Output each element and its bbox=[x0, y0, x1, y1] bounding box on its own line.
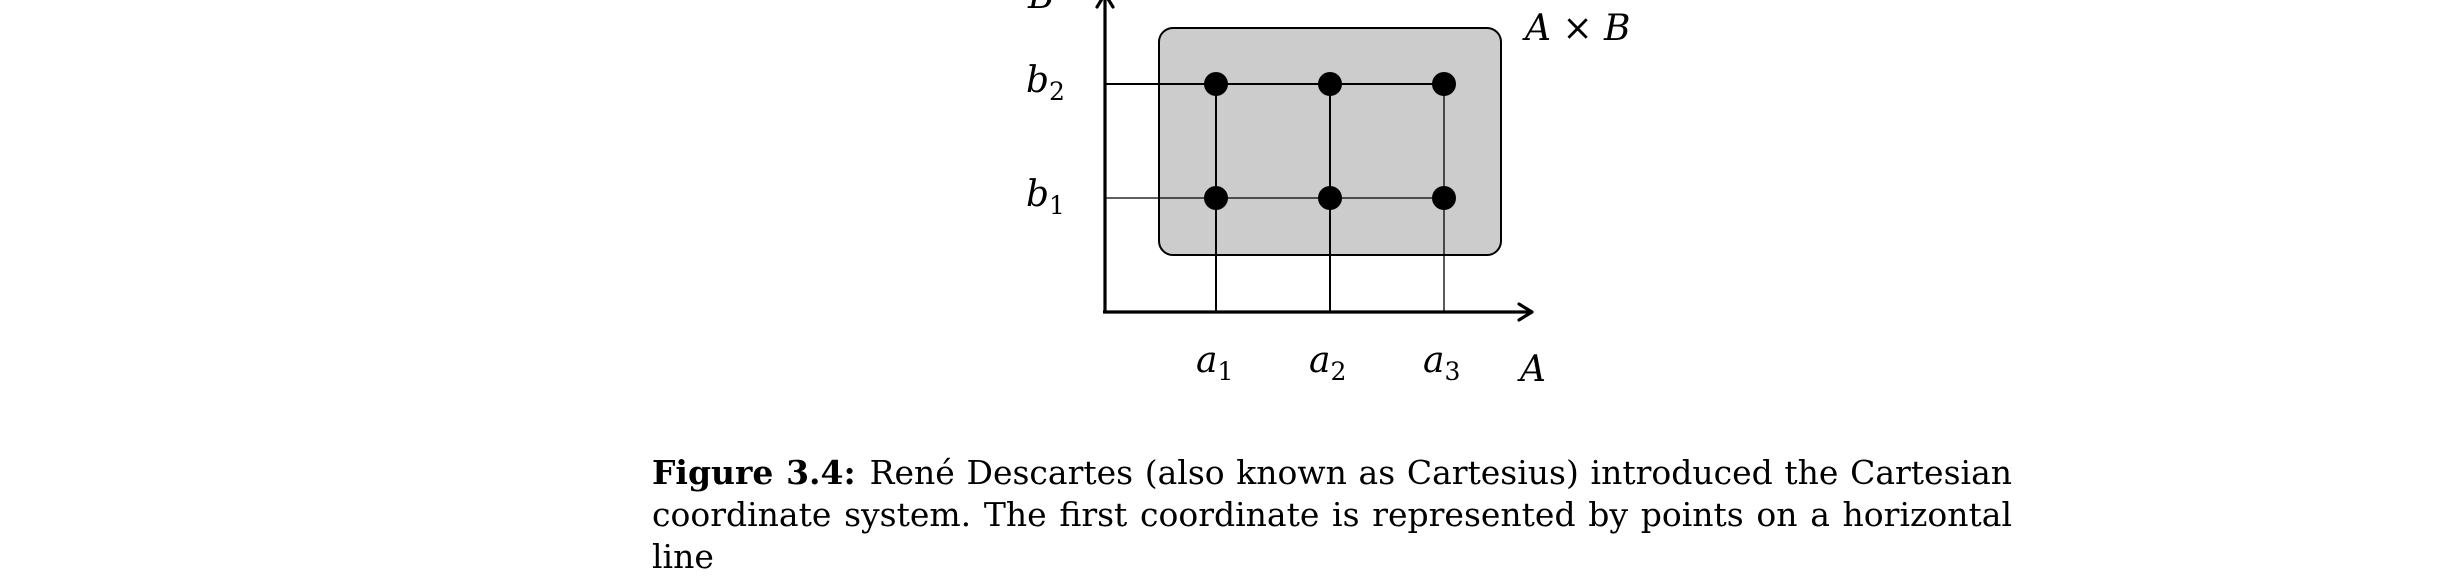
cartesian-product-figure: B A A × B b2 b1 a1 a2 a3 bbox=[1026, 0, 1631, 390]
point-a2-b2 bbox=[1318, 72, 1342, 96]
y-axis-label: B bbox=[1027, 0, 1054, 17]
point-a3-b1 bbox=[1432, 186, 1456, 210]
caption-text: René Descartes (also known as Cartesius)… bbox=[652, 453, 2012, 576]
y-tick-label-b1: b1 bbox=[1026, 174, 1065, 220]
point-a1-b2 bbox=[1204, 72, 1228, 96]
point-a3-b2 bbox=[1432, 72, 1456, 96]
x-tick-label-a3: a3 bbox=[1423, 340, 1460, 386]
figure-caption: Figure 3.4:René Descartes (also known as… bbox=[652, 452, 2012, 578]
x-tick-label-a1: a1 bbox=[1196, 340, 1233, 386]
y-tick-label-b2: b2 bbox=[1026, 60, 1065, 106]
x-tick-label-a2: a2 bbox=[1309, 340, 1346, 386]
product-set-label: A × B bbox=[1522, 8, 1631, 49]
point-a1-b1 bbox=[1204, 186, 1228, 210]
product-points bbox=[1204, 72, 1456, 210]
x-axis-label: A bbox=[1517, 349, 1546, 390]
point-a2-b1 bbox=[1318, 186, 1342, 210]
caption-label: Figure 3.4: bbox=[652, 453, 856, 492]
